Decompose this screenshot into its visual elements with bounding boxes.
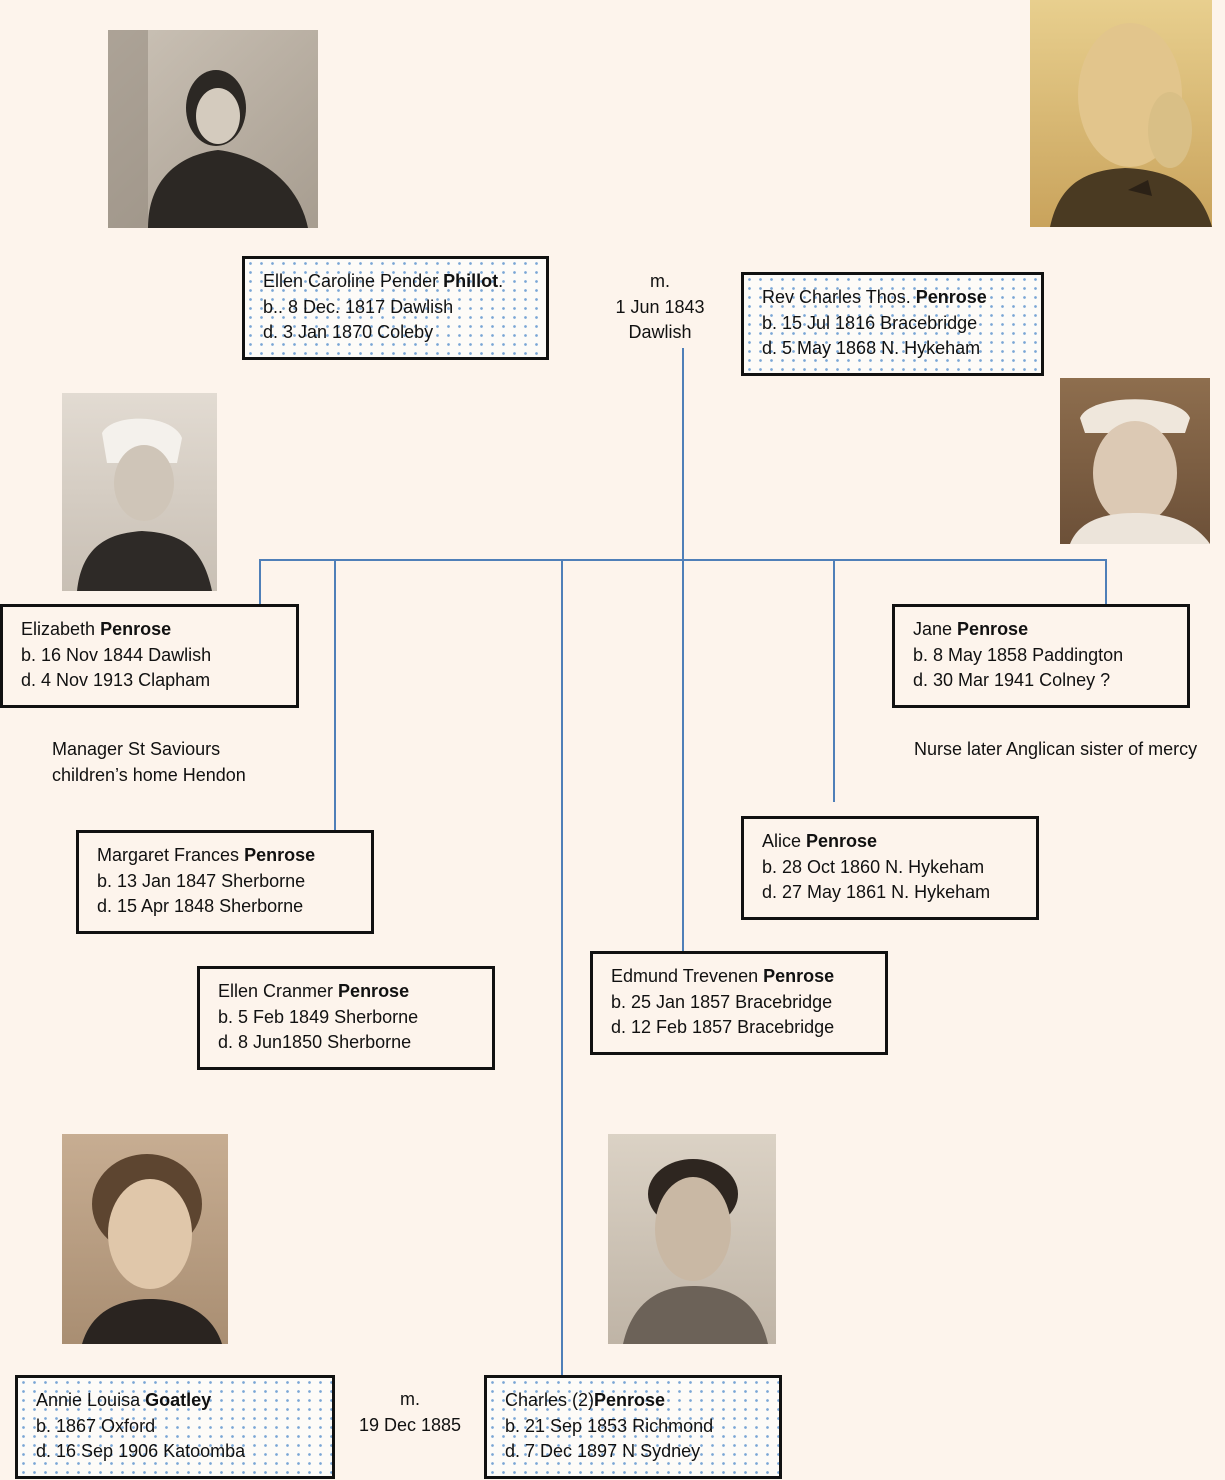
name-line: Elizabeth Penrose — [21, 619, 172, 639]
death-line: d. 27 May 1861 N. Hykeham — [762, 882, 991, 902]
death-line: d. 30 Mar 1941 Colney ? — [913, 670, 1111, 690]
person-box-charles-thos-penrose: Rev Charles Thos. Penrose b. 15 Jul 1816… — [741, 272, 1044, 376]
jane-occupation-note: Nurse later Anglican sister of mercy — [914, 739, 1198, 759]
death-line: d. 8 Jun1850 Sherborne — [218, 1032, 412, 1052]
surname: Penrose — [806, 831, 878, 851]
charles-drop-line — [561, 559, 563, 1376]
death-line: d. 7 Dec 1897 N Sydney — [505, 1441, 701, 1461]
surname: Penrose — [338, 981, 410, 1001]
name-line: Edmund Trevenen Penrose — [611, 966, 835, 986]
birth-line: b. 5 Feb 1849 Sherborne — [218, 1006, 419, 1027]
surname: Phillot — [443, 271, 499, 291]
jane-drop-line — [1105, 559, 1107, 605]
elizabeth-occupation-note: Manager St Saviours children’s home Hend… — [52, 739, 246, 785]
parents-marriage-note: m. 1 Jun 1843 Dawlish — [590, 269, 730, 346]
person-box-margaret-penrose: Margaret Frances Penrose b. 13 Jan 1847 … — [76, 830, 374, 934]
death-line: d. 16 Sep 1906 Katoomba — [36, 1441, 246, 1461]
death-line: d. 3 Jan 1870 Coleby — [263, 322, 434, 342]
surname: Goatley — [145, 1390, 212, 1410]
jane-penrose-photo — [1060, 378, 1210, 544]
children-sibling-line — [259, 559, 1107, 561]
person-box-alice-penrose: Alice Penrose b. 28 Oct 1860 N. Hykeham … — [741, 816, 1039, 920]
annie-goatley-photo — [62, 1134, 228, 1344]
surname: Penrose — [763, 966, 835, 986]
person-box-jane-penrose: Jane Penrose b. 8 May 1858 Paddington d.… — [892, 604, 1190, 708]
birth-line: b.. 8 Dec. 1817 Dawlish — [263, 296, 454, 317]
surname: Penrose — [957, 619, 1029, 639]
name-line: Alice Penrose — [762, 831, 878, 851]
charles-marriage-note: m. 19 Dec 1885 — [345, 1387, 475, 1438]
person-box-elizabeth-penrose: Elizabeth Penrose b. 16 Nov 1844 Dawlish… — [0, 604, 299, 708]
marriage-date: 19 Dec 1885 — [358, 1414, 462, 1435]
birth-line: b. 8 May 1858 Paddington — [913, 644, 1124, 665]
birth-line: b. 1867 Oxford — [36, 1415, 156, 1436]
margaret-drop-line — [334, 559, 336, 831]
elizabeth-drop-line — [259, 559, 261, 605]
alice-drop-line — [833, 559, 835, 802]
name-line: Margaret Frances Penrose — [97, 845, 316, 865]
person-box-annie-goatley: Annie Louisa Goatley b. 1867 Oxford d. 1… — [15, 1375, 335, 1479]
marriage-label: m. — [400, 1389, 420, 1409]
charles-2-penrose-photo — [608, 1134, 776, 1344]
surname: Penrose — [100, 619, 172, 639]
birth-line: b. 16 Nov 1844 Dawlish — [21, 644, 212, 665]
marriage-label: m. — [650, 271, 670, 291]
surname: Penrose — [915, 287, 987, 307]
charles-thos-penrose-photo — [1030, 0, 1212, 227]
name-line: Jane Penrose — [913, 619, 1029, 639]
death-line: d. 5 May 1868 N. Hykeham — [762, 338, 981, 358]
person-box-ellen-phillot: Ellen Caroline Pender Phillot. b.. 8 Dec… — [242, 256, 549, 360]
birth-line: b. 25 Jan 1857 Bracebridge — [611, 991, 833, 1012]
death-line: d. 12 Feb 1857 Bracebridge — [611, 1017, 835, 1037]
surname: Penrose — [594, 1390, 666, 1410]
name-line: Charles (2)Penrose — [505, 1390, 666, 1410]
ellen-phillot-photo — [108, 30, 318, 228]
person-box-ellen-cranmer-penrose: Ellen Cranmer Penrose b. 5 Feb 1849 Sher… — [197, 966, 495, 1070]
birth-line: b. 15 Jul 1816 Bracebridge — [762, 312, 978, 333]
birth-line: b. 21 Sep 1853 Richmond — [505, 1415, 714, 1436]
birth-line: b. 28 Oct 1860 N. Hykeham — [762, 856, 985, 877]
person-box-edmund-penrose: Edmund Trevenen Penrose b. 25 Jan 1857 B… — [590, 951, 888, 1055]
death-line: d. 15 Apr 1848 Sherborne — [97, 896, 304, 916]
person-box-charles-2-penrose: Charles (2)Penrose b. 21 Sep 1853 Richmo… — [484, 1375, 782, 1479]
name-line: Rev Charles Thos. Penrose — [762, 287, 987, 307]
parents-marriage-line — [682, 348, 684, 952]
death-line: d. 4 Nov 1913 Clapham — [21, 670, 211, 690]
name-line: Annie Louisa Goatley — [36, 1390, 212, 1410]
name-line: Ellen Cranmer Penrose — [218, 981, 410, 1001]
surname: Penrose — [244, 845, 316, 865]
marriage-date: 1 Jun 1843 — [615, 296, 705, 317]
marriage-place: Dawlish — [628, 322, 692, 342]
name-line: Ellen Caroline Pender Phillot. — [263, 271, 504, 291]
elizabeth-penrose-photo — [62, 393, 217, 591]
birth-line: b. 13 Jan 1847 Sherborne — [97, 870, 306, 891]
